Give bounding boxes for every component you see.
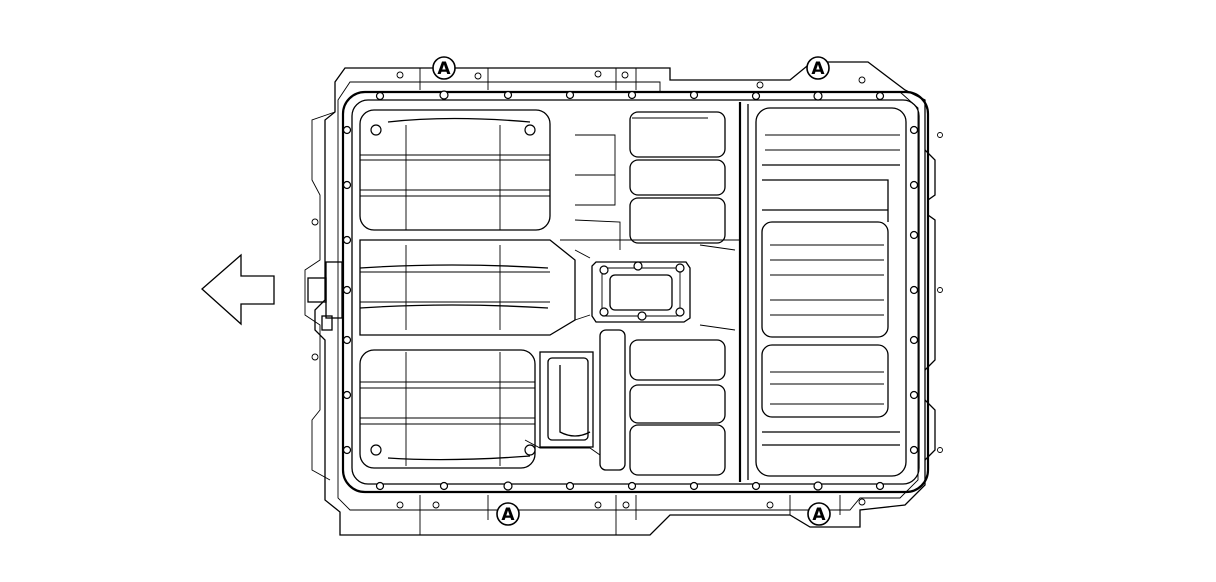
flange-holes (311, 70, 943, 509)
tray-outer-rim (341, 90, 930, 494)
left-module-lower (359, 349, 536, 469)
callout-a-bottom-right: A (807, 502, 831, 526)
left-connector (307, 277, 327, 303)
left-module-upper (359, 109, 551, 231)
outer-housing-flange (314, 61, 926, 536)
left-module-middle (359, 239, 576, 336)
flange-left-outline (304, 111, 336, 481)
flange-inner-edge (337, 81, 919, 511)
tray-inner-rim (351, 99, 920, 485)
flange-tabs (419, 68, 841, 535)
center-module-column (560, 111, 740, 476)
perimeter-bolts (342, 90, 919, 491)
callout-a-bottom-left: A (496, 502, 520, 526)
arrow-left-icon (201, 253, 275, 326)
callout-a-top-left: A (432, 56, 456, 80)
left-connector-nut (321, 315, 333, 331)
service-plug-hatch (574, 244, 736, 331)
svg-text:A: A (811, 59, 825, 79)
svg-text:A: A (501, 505, 515, 525)
svg-text:A: A (437, 59, 451, 79)
right-bracket (924, 149, 936, 461)
right-module-stack (755, 107, 907, 477)
junction-box (524, 351, 601, 456)
callout-a-top-right: A (806, 56, 830, 80)
svg-text:A: A (812, 505, 826, 525)
left-connector-body (325, 261, 343, 319)
